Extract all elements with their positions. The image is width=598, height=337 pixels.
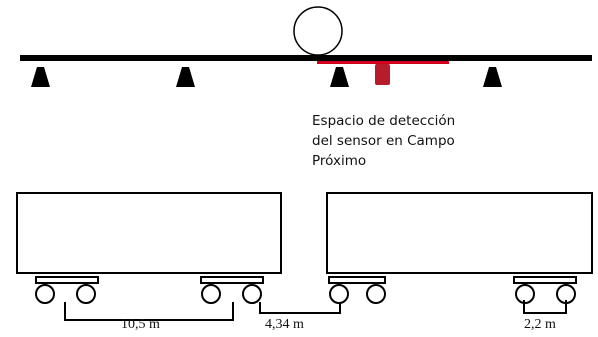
dimension-wagon-gap (259, 302, 341, 314)
bogie-frame (200, 276, 264, 284)
overhead-structure (20, 6, 592, 87)
wagon-left (16, 192, 282, 304)
bogie-spacing-label: 10,5 m (121, 317, 160, 332)
pulley-circle (293, 6, 343, 56)
wagon-gap-label: 4,34 m (265, 317, 304, 332)
sensor-label-line: Espacio de detección (312, 113, 456, 129)
dimension-wheelbase (523, 300, 567, 314)
sensor-label-line: Próximo (312, 153, 367, 169)
support-bracket (483, 67, 502, 87)
sensor-device (375, 64, 390, 85)
wagon-right (326, 192, 593, 304)
sensor-label-line: del sensor en Campo (312, 133, 455, 149)
wheel (242, 284, 262, 304)
support-bracket (330, 67, 349, 87)
bogie-frame (35, 276, 99, 284)
wheel (201, 284, 221, 304)
wagon-body (326, 192, 593, 274)
bogie-frame (328, 276, 386, 284)
support-bracket (176, 67, 195, 87)
support-bracket (31, 67, 50, 87)
wagon-body (16, 192, 282, 274)
wheelbase-label: 2,2 m (524, 317, 556, 332)
overhead-beam (20, 55, 592, 61)
dimension-lines (64, 300, 567, 321)
sensor-zone-label: Espacio de detección del sensor en Campo… (312, 111, 482, 171)
wheel (76, 284, 96, 304)
wheel (366, 284, 386, 304)
sensor-detection-zone (317, 61, 449, 64)
wheel (329, 284, 349, 304)
dimension-bogie-spacing (64, 302, 234, 321)
bogie-frame (513, 276, 577, 284)
wheel (35, 284, 55, 304)
